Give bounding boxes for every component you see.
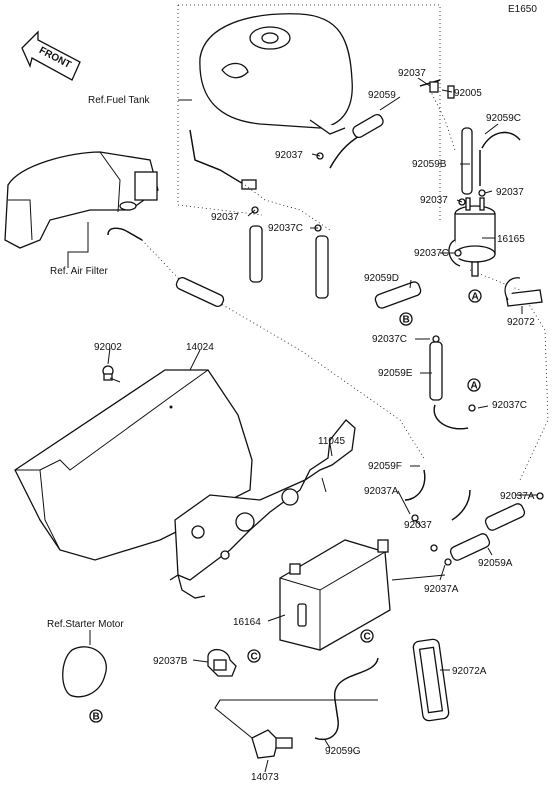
marker-c-hose: C — [360, 629, 374, 643]
marker-a-top: A — [468, 289, 482, 303]
fuel-filter-16165 — [448, 197, 496, 277]
label-92059F: 92059F — [368, 461, 402, 472]
label-11045: 11045 — [318, 436, 346, 447]
front-arrow-icon: FRONT — [21, 30, 81, 81]
label-16164: 16164 — [233, 617, 261, 628]
label-92005: 92005 — [454, 88, 482, 99]
starter-motor-band — [62, 646, 107, 698]
hose-set-upper — [175, 79, 521, 309]
label-92037A-right: 92037A — [500, 491, 535, 502]
leader-lines — [107, 77, 538, 773]
fuel-tank-reference-box — [177, 4, 441, 220]
label-92059C: 92059C — [486, 113, 521, 124]
air-filter — [4, 151, 159, 249]
marker-c-hose-label: C — [364, 632, 371, 643]
diagram-code: E1650 — [508, 4, 537, 15]
marker-b-bottom: B — [89, 709, 103, 723]
label-14024: 14024 — [186, 342, 214, 353]
ref-air-filter-label: Ref. Air Filter — [50, 266, 108, 277]
marker-a-top-label: A — [472, 292, 479, 303]
label-92059E: 92059E — [378, 368, 413, 379]
label-16165: 16165 — [497, 234, 525, 245]
label-92037A-bottom: 92037A — [424, 584, 459, 595]
hose-set-lower — [404, 341, 526, 561]
label-92059G: 92059G — [325, 746, 361, 757]
ref-fuel-tank-label: Ref.Fuel Tank — [88, 95, 151, 106]
label-92037B: 92037B — [153, 656, 188, 667]
hose-92059G — [314, 657, 379, 741]
label-92037C-filter: 92037C — [414, 248, 449, 259]
clamp-92072A — [412, 638, 450, 722]
screw-92002 — [102, 365, 121, 383]
label-92059B: 92059B — [412, 159, 447, 170]
label-92072A: 92072A — [452, 666, 487, 677]
clip-92072 — [504, 277, 543, 307]
clip-92037B — [207, 649, 237, 677]
marker-a-mid: A — [467, 378, 481, 392]
bracket-11045 — [169, 419, 356, 599]
label-92037C-b: 92037C — [372, 334, 407, 345]
fitting-14073 — [214, 699, 378, 759]
label-92037-filter-right: 92037 — [496, 187, 524, 198]
label-92037C-mid: 92037C — [268, 223, 303, 234]
label-92002: 92002 — [94, 342, 122, 353]
label-92037-filter-top: 92037 — [420, 195, 448, 206]
marker-b-top-label: B — [403, 315, 410, 326]
label-92037-center: 92037 — [404, 520, 432, 531]
label-92059D: 92059D — [364, 273, 399, 284]
marker-a-mid-label: A — [471, 381, 478, 392]
ref-starter-motor-label: Ref.Starter Motor — [47, 619, 124, 630]
label-92059-top: 92059 — [368, 90, 396, 101]
label-92037-tank-top: 92037 — [398, 68, 426, 79]
label-92037-tank-left: 92037 — [275, 150, 303, 161]
label-92037-bottom-left: 92037 — [211, 212, 239, 223]
marker-c-clip: C — [247, 649, 261, 663]
fuel-tank — [189, 13, 353, 190]
canister-16164 — [279, 539, 391, 651]
label-92059A: 92059A — [478, 558, 513, 569]
label-92037C-a: 92037C — [492, 400, 527, 411]
marker-c-clip-label: C — [251, 652, 258, 663]
marker-b-top: B — [399, 312, 413, 326]
label-92072: 92072 — [507, 317, 535, 328]
label-92037A-left: 92037A — [364, 486, 399, 497]
marker-b-bottom-label: B — [93, 712, 100, 723]
label-14073: 14073 — [251, 772, 279, 783]
